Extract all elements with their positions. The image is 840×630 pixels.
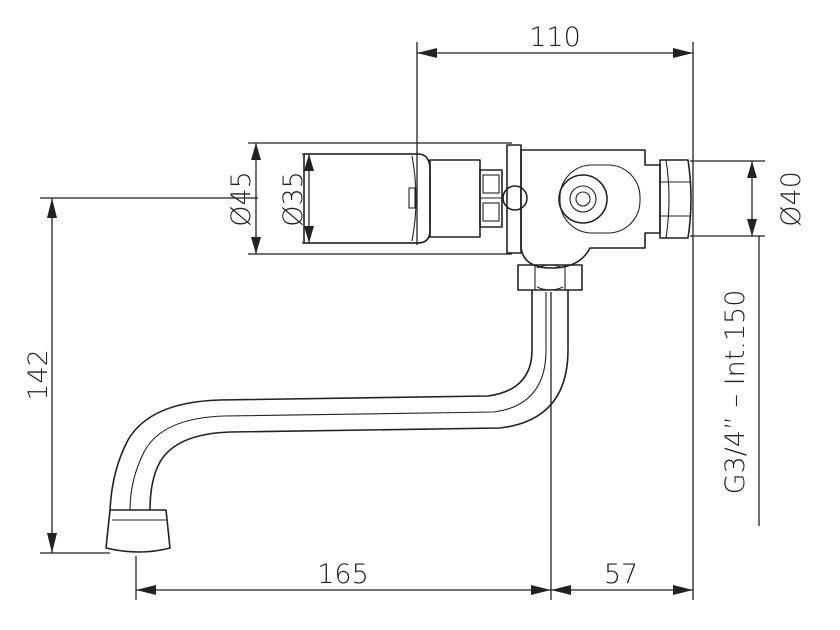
union-nut-circle: [558, 174, 608, 224]
spout: [105, 290, 569, 553]
thread-note: G3/4” – Int.150: [720, 290, 751, 495]
dimension-dia35: Ø35: [278, 153, 420, 244]
dimension-dia45: Ø45: [226, 142, 512, 255]
dimension-bottom-165-57: 165 57: [135, 292, 693, 600]
thread-annotation: G3/4” – Int.150: [720, 236, 760, 526]
collar: [429, 159, 481, 238]
dim-label-dia40: Ø40: [776, 171, 807, 227]
spout-outer: [109, 290, 533, 511]
tap-body: [303, 144, 692, 269]
small-knob: [502, 185, 528, 211]
handle-cylinder: [303, 153, 431, 244]
dim-label-142: 142: [23, 349, 54, 401]
spout-tip: [105, 509, 171, 553]
dim-label-57: 57: [604, 559, 638, 590]
dimension-top-110: 110: [416, 22, 694, 600]
flange-plate: [506, 144, 522, 254]
dim-label-110: 110: [529, 22, 581, 53]
spout-inner: [149, 290, 569, 511]
right-hex-fitting: [659, 159, 692, 239]
valve-body: [520, 149, 661, 269]
dimension-left-142: 142: [23, 197, 258, 554]
dim-label-165: 165: [317, 559, 369, 590]
spout-nut: [517, 264, 583, 291]
dimension-dia40: Ø40: [690, 160, 807, 237]
dim-label-dia45: Ø45: [226, 171, 257, 227]
